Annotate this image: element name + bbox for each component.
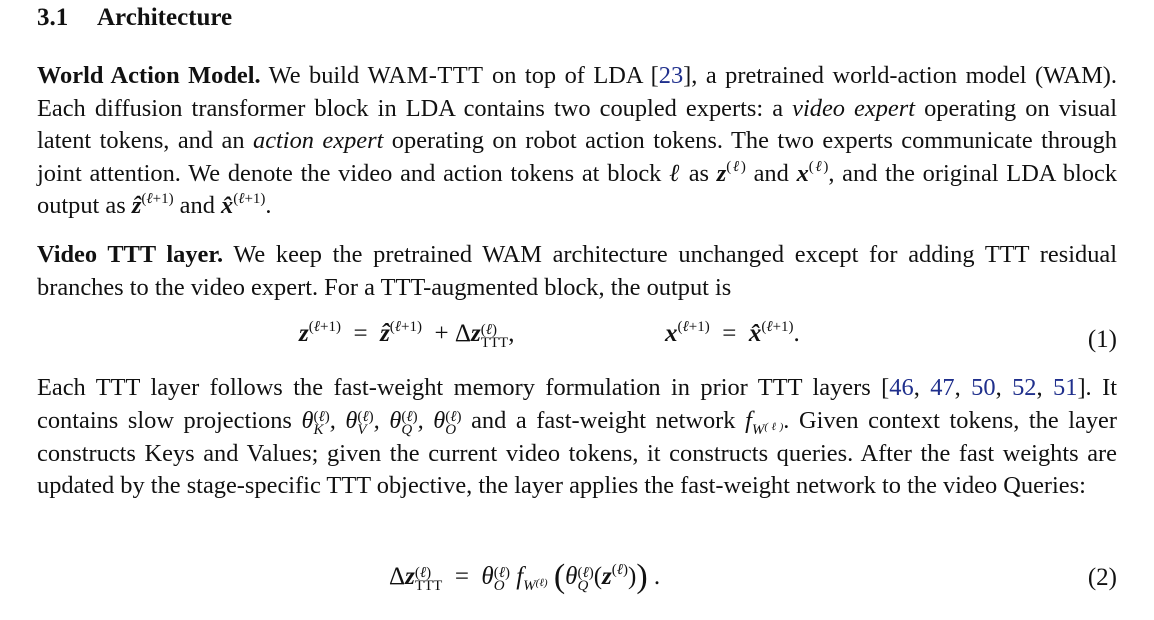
citation-link[interactable]: 50 <box>971 374 996 401</box>
paragraph-video-ttt-layer: Video TTT layer. We keep the pretrained … <box>37 241 1117 301</box>
paragraph-world-action-model: World Action Model. We build WAM-TTT on … <box>37 62 1118 220</box>
math-ell: ℓ <box>669 159 681 187</box>
math-zhat-next: ẑ(ℓ+1) <box>131 191 174 220</box>
citation-link[interactable]: 23 <box>658 62 684 89</box>
citation-link[interactable]: 52 <box>1012 374 1037 401</box>
math-slow-projections: θ(ℓ)K, θ(ℓ)V, θ(ℓ)Q, θ(ℓ)O <box>301 406 462 438</box>
paragraph-lead: Video TTT layer. <box>37 241 224 268</box>
equation-2-body: Δz(ℓ)TTT = θ(ℓ)O fW(ℓ) (θ(ℓ)Q(z(ℓ))) . <box>389 558 661 595</box>
citation-link[interactable]: 51 <box>1053 374 1078 401</box>
equation-number: (1) <box>1087 326 1117 353</box>
section-title: Architecture <box>97 4 233 31</box>
term-video-expert: video expert <box>792 94 915 122</box>
model-name: WAM-TTT <box>367 62 484 89</box>
paragraph-ttt-layer-description: Each TTT layer follows the fast-weight m… <box>37 374 1118 500</box>
math-xhat-next: x̂(ℓ+1) <box>221 191 266 220</box>
term-action-expert: action expert <box>253 127 384 155</box>
section-number: 3.1 <box>37 4 69 31</box>
equation-1: z(ℓ+1) = ẑ(ℓ+1) + Δz(ℓ)TTT, x(ℓ+1) = x̂(… <box>37 320 1117 360</box>
citation-link[interactable]: 46 <box>889 374 914 401</box>
section-heading: 3.1 Architecture <box>37 4 232 32</box>
equation-2: Δz(ℓ)TTT = θ(ℓ)O fW(ℓ) (θ(ℓ)Q(z(ℓ))) . (… <box>37 558 1117 598</box>
equation-number: (2) <box>1087 564 1117 591</box>
math-z-ell: z(ℓ) <box>716 158 746 187</box>
math-x-ell: x(ℓ) <box>796 158 829 187</box>
equation-1-body-2: x(ℓ+1) = x̂(ℓ+1). <box>665 319 800 348</box>
math-fast-weight-network: fW(ℓ) <box>745 406 784 438</box>
paragraph-lead: World Action Model. <box>37 62 261 89</box>
equation-1-body: z(ℓ+1) = ẑ(ℓ+1) + Δz(ℓ)TTT, <box>299 319 515 351</box>
citation-link[interactable]: 47 <box>930 374 955 401</box>
